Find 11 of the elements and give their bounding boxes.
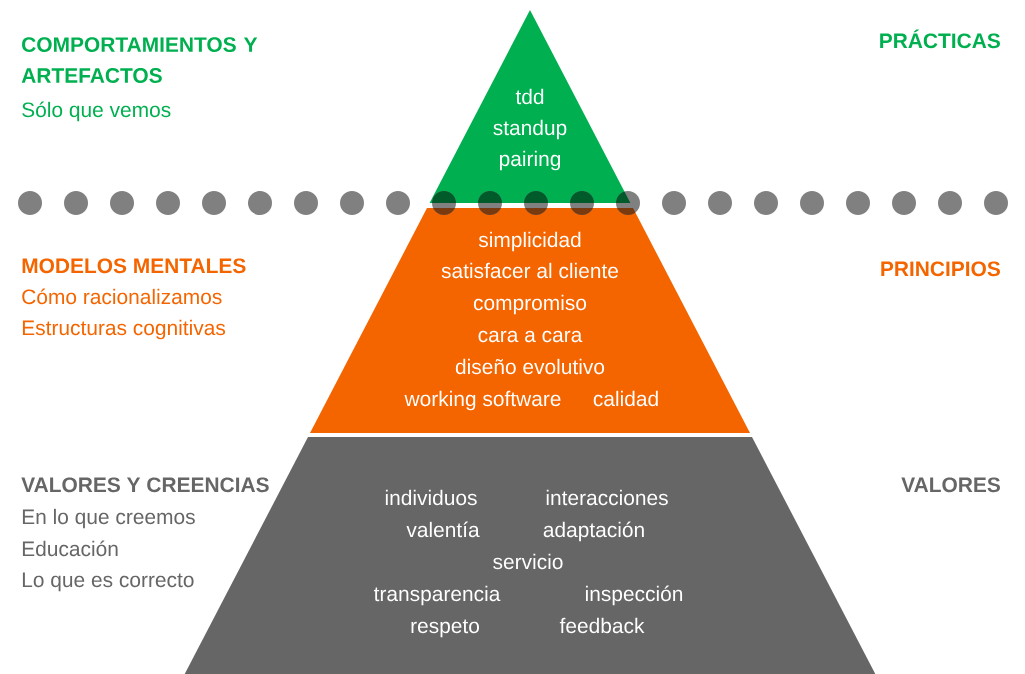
level-description: Sólo que vemos	[22, 101, 171, 122]
level-heading: PRINCIPIOS	[881, 261, 1000, 277]
level-heading: MODELOS MENTALES	[22, 258, 246, 274]
level-description: Educación	[22, 540, 118, 557]
pyramid-layer: simplicidad satisfacer al cliente compromiso cara a cara diseño evolutivo working software calidad	[310, 208, 750, 433]
level-heading: COMPORTAMIENTOS Y ARTEFACTOS	[21, 37, 258, 83]
level-heading: PRÁCTICAS	[880, 29, 1000, 49]
level-heading: VALORES	[901, 477, 1000, 493]
pyramid-layer: tdd standup pairing	[429, 10, 631, 203]
level-description: Cómo racionalizamos	[22, 288, 222, 305]
level-description: Estructuras cognitivas	[22, 319, 226, 340]
